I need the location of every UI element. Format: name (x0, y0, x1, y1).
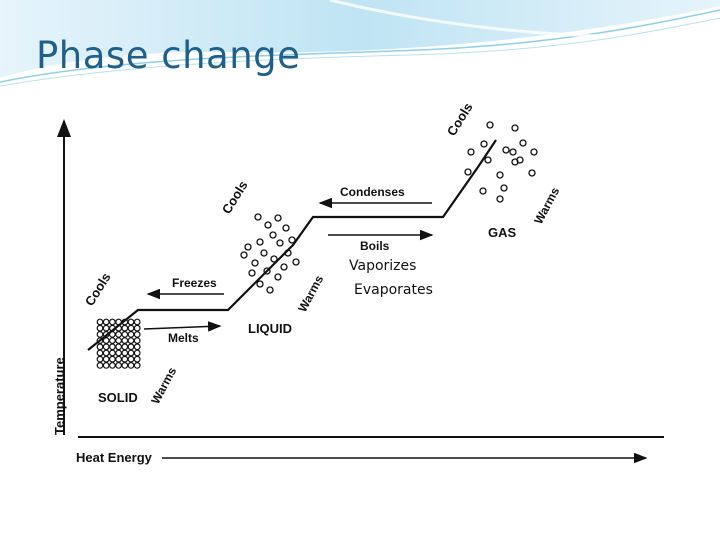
solid-particle (121, 349, 129, 357)
warms-arrow-solid: Warms (148, 365, 179, 407)
state-label-gas: GAS (488, 225, 517, 240)
solid-particle (102, 318, 110, 326)
solid-particle (133, 355, 141, 363)
solid-particle (127, 337, 135, 345)
solid-particle (133, 362, 141, 369)
solid-particle (127, 349, 135, 357)
solid-particle (127, 355, 135, 363)
solid-particle (115, 330, 122, 338)
transition-label-boils: Boils (360, 239, 390, 253)
transition-label-warms-solid: Warms (148, 365, 179, 407)
solid-particle (115, 355, 122, 363)
warms-arrow-liquid: Warms (295, 273, 326, 315)
header-swoosh-decoration (0, 0, 720, 87)
solid-particle (109, 318, 116, 326)
solid-particle (96, 349, 104, 357)
solid-particle (121, 355, 129, 363)
solid-particle (115, 318, 122, 326)
solid-particle (96, 362, 104, 369)
state-label-liquid: LIQUID (248, 321, 292, 336)
solid-particle (127, 318, 135, 326)
solid-particle (102, 343, 110, 351)
phase-diagram-panel: Temperature Heat Energy (48, 85, 668, 480)
solid-particle (102, 324, 110, 332)
solid-particle (127, 330, 135, 338)
solid-particle (133, 318, 141, 326)
solid-particle (96, 355, 104, 363)
solid-particle (115, 337, 122, 345)
solid-particle (133, 337, 141, 345)
solid-particle (109, 337, 116, 345)
solid-particle (133, 349, 141, 357)
note-vaporizes: Vaporizes (349, 258, 417, 274)
x-axis-label: Heat Energy (76, 450, 153, 465)
transition-label-melts: Melts (168, 331, 199, 345)
solid-particle (121, 318, 129, 326)
cools-arrow-liquid: Cools (219, 178, 251, 217)
solid-particle (102, 355, 110, 363)
solid-particle (127, 324, 135, 332)
solid-particle (109, 330, 116, 338)
solid-particle (133, 324, 141, 332)
note-evaporates: Evaporates (354, 282, 433, 298)
transition-label-cools-gas: Cools (444, 100, 476, 139)
solid-particle (96, 343, 104, 351)
solid-particle (121, 330, 129, 338)
transition-label-warms-gas: Warms (531, 185, 562, 227)
solid-particle (109, 355, 116, 363)
solid-particle (102, 337, 110, 345)
solid-particle (102, 330, 110, 338)
transition-label-cools-solid: Cools (82, 270, 114, 309)
solid-particle (121, 337, 129, 345)
solid-particle (115, 343, 122, 351)
heating-curve (87, 139, 497, 351)
phase-change-diagram: Temperature Heat Energy (52, 100, 664, 465)
solid-particle (109, 362, 116, 369)
solid-particle (133, 343, 141, 351)
solid-particle (115, 349, 122, 357)
solid-particle (127, 362, 135, 369)
cools-arrow-gas: Cools (444, 100, 476, 139)
solid-particle (96, 324, 104, 332)
cools-arrow-solid: Cools (82, 270, 114, 309)
solid-particle (133, 330, 141, 338)
state-label-solid: SOLID (98, 390, 138, 405)
slide-title: Phase change (36, 34, 301, 77)
solid-particle (96, 330, 104, 338)
solid-particle (109, 343, 116, 351)
transition-label-cools-liquid: Cools (219, 178, 251, 217)
solid-particle (121, 324, 129, 332)
solid-particle (96, 318, 104, 326)
solid-particle (109, 349, 116, 357)
solid-particle (121, 343, 129, 351)
liquid-particles (240, 213, 300, 294)
y-axis-label: Temperature (52, 357, 67, 435)
transition-label-freezes: Freezes (172, 276, 217, 290)
transition-label-condenses: Condenses (340, 185, 405, 199)
solid-particle (102, 362, 110, 369)
solid-particle (115, 362, 122, 369)
solid-particle-lattice (96, 318, 141, 369)
warms-arrow-gas: Warms (531, 185, 562, 227)
gas-particles (464, 121, 538, 203)
solid-particle (127, 343, 135, 351)
melts-arrow (143, 321, 222, 332)
solid-particle (121, 362, 129, 369)
solid-particle (102, 349, 110, 357)
transition-label-warms-liquid: Warms (295, 273, 326, 315)
